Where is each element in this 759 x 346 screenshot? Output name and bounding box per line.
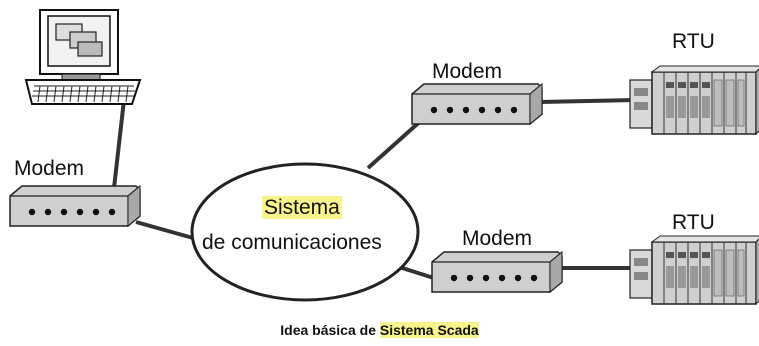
link-cloud-modem-top — [366, 116, 426, 170]
rtu-top-label: RTU — [672, 30, 715, 53]
caption-highlight: Sistema Scada — [379, 322, 479, 338]
computer-terminal-icon — [24, 9, 142, 105]
link-modem-top-rtu-top — [539, 98, 639, 104]
rtu-top-icon — [629, 65, 759, 135]
link-lines — [112, 98, 639, 282]
modem-left-icon — [9, 185, 141, 227]
modem-left-label: Modem — [14, 157, 85, 180]
communication-system-ellipse — [190, 162, 420, 302]
cloud-subtitle-label: de comunicaciones — [202, 231, 382, 254]
diagram-caption: Idea básica de Sistema Scada — [0, 322, 759, 339]
modem-bottom-label: Modem — [462, 227, 533, 250]
modem-top-icon — [411, 83, 543, 125]
modem-bottom-icon — [431, 251, 563, 293]
cloud-title-label: Sistema — [262, 196, 342, 219]
rtu-bottom-label: RTU — [672, 211, 715, 234]
caption-prefix: Idea básica de — [280, 322, 380, 338]
link-computer-modem — [112, 99, 126, 189]
link-modem-left-cloud — [135, 220, 194, 240]
rtu-bottom-icon — [629, 235, 759, 305]
modem-top-label: Modem — [432, 60, 503, 83]
